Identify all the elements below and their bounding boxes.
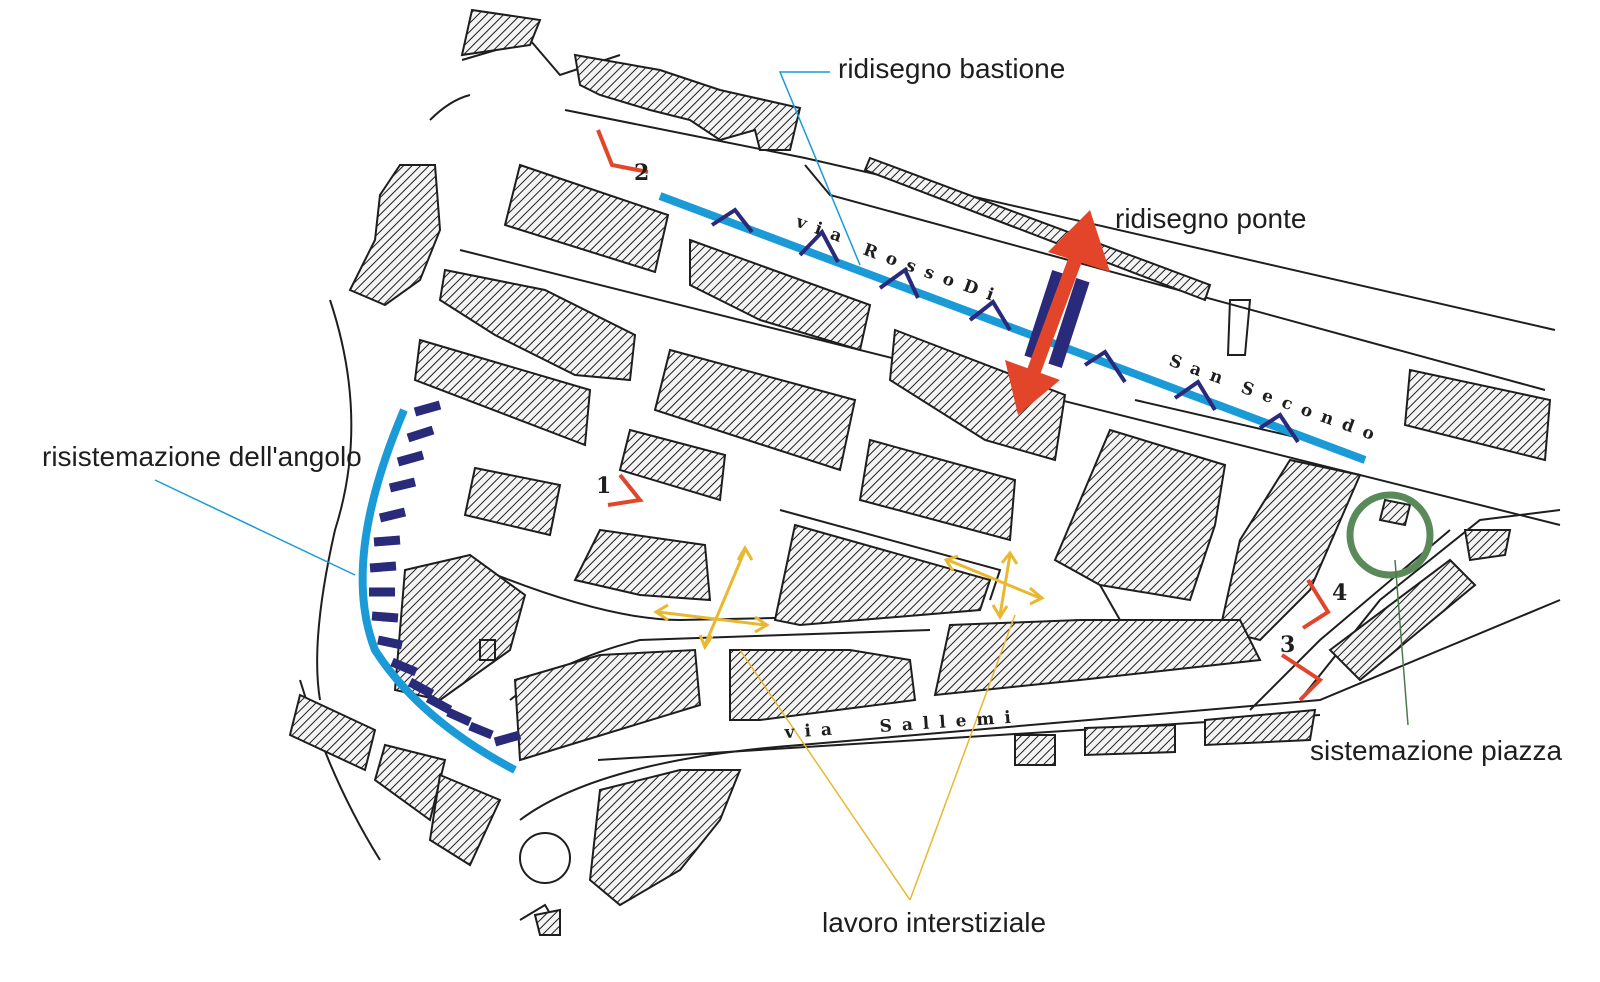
leader-lines bbox=[154, 71, 1409, 901]
building bbox=[1204, 708, 1317, 747]
street-label: via bbox=[792, 212, 854, 251]
building bbox=[1014, 734, 1056, 766]
building bbox=[1328, 558, 1477, 682]
street-label: via bbox=[783, 719, 843, 743]
building bbox=[573, 528, 712, 602]
building bbox=[428, 773, 502, 867]
building bbox=[438, 268, 637, 382]
building bbox=[288, 693, 377, 772]
building bbox=[513, 648, 702, 762]
building bbox=[1053, 428, 1227, 602]
corner-redesign-line bbox=[358, 400, 522, 774]
bastion-redesign-line bbox=[658, 192, 1367, 464]
building bbox=[393, 553, 527, 702]
building bbox=[479, 639, 496, 661]
building bbox=[533, 908, 561, 936]
label-ridisegno-bastione: ridisegno bastione bbox=[838, 53, 1065, 84]
building bbox=[460, 8, 542, 57]
label-lavoro-interstiziale: lavoro interstiziale bbox=[822, 907, 1046, 938]
viewpoint-number: 2 bbox=[634, 160, 649, 186]
building bbox=[1218, 458, 1362, 642]
building bbox=[729, 649, 917, 721]
viewpoint-number: 4 bbox=[1332, 580, 1347, 606]
building bbox=[653, 348, 857, 472]
building bbox=[933, 619, 1262, 697]
interstitial-arrow-icon bbox=[653, 545, 1045, 651]
building bbox=[1463, 529, 1512, 562]
building bbox=[588, 769, 742, 907]
label-sistemazione-piazza: sistemazione piazza bbox=[1310, 735, 1563, 766]
label-risistemazione-angolo: risistemazione dell'angolo bbox=[42, 441, 362, 472]
roundabout bbox=[519, 832, 571, 884]
building bbox=[618, 428, 727, 502]
building-blocks bbox=[288, 8, 1552, 936]
building bbox=[348, 164, 442, 307]
street-label: Di bbox=[960, 276, 1006, 309]
viewpoint-marker-icon bbox=[596, 129, 1331, 702]
building bbox=[1403, 368, 1552, 462]
viewpoint-number: 1 bbox=[596, 473, 611, 499]
building bbox=[689, 238, 872, 352]
building bbox=[1378, 498, 1412, 527]
building bbox=[503, 163, 670, 274]
building bbox=[373, 743, 447, 822]
building bbox=[773, 523, 992, 627]
building bbox=[413, 338, 592, 447]
piazza-circle-icon bbox=[1346, 491, 1434, 579]
building bbox=[463, 466, 562, 537]
building bbox=[858, 438, 1017, 542]
bridge-arrow-icon bbox=[1005, 210, 1110, 415]
viewpoint-number: 3 bbox=[1280, 632, 1295, 658]
viewpoint-numbers: 1 2 3 4 bbox=[596, 160, 1347, 658]
building bbox=[573, 53, 802, 151]
building bbox=[1084, 723, 1176, 757]
label-ridisegno-ponte: ridisegno ponte bbox=[1115, 203, 1306, 234]
